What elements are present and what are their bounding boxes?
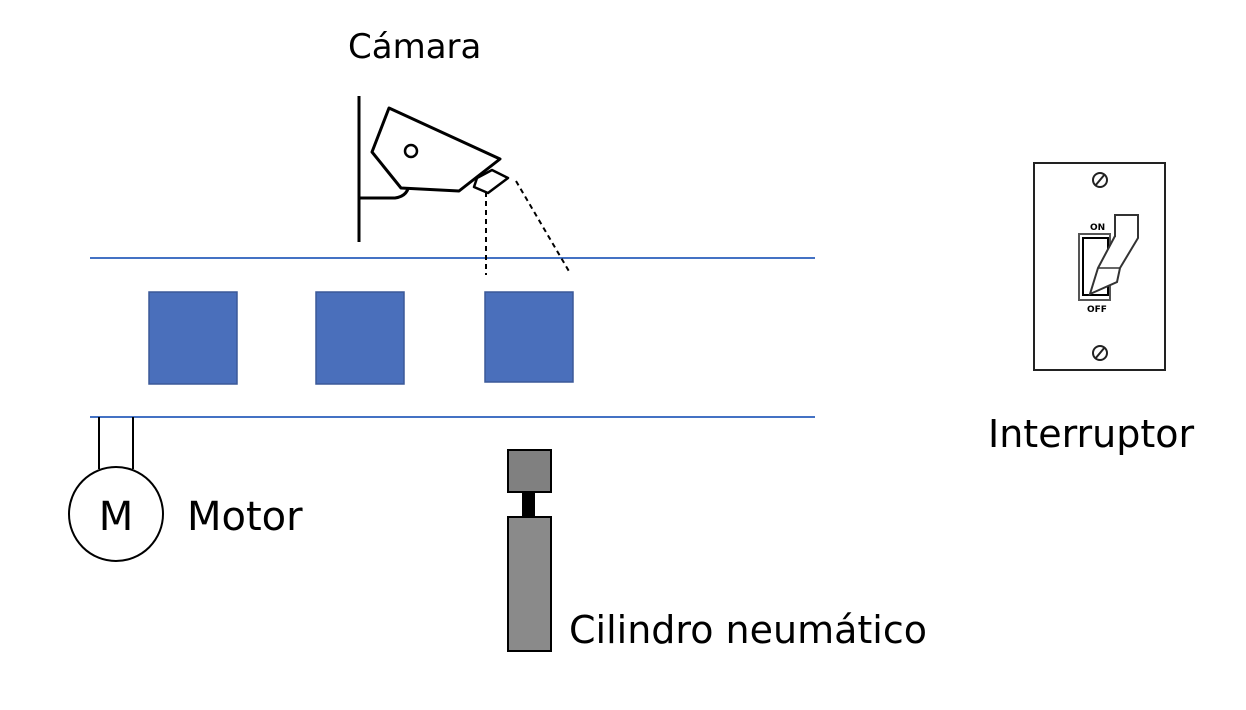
switch-on-label: ON <box>1090 223 1105 233</box>
cylinder-body <box>507 516 552 652</box>
screw-top-icon <box>1092 172 1108 188</box>
cylinder-label: Cilindro neumático <box>569 608 927 652</box>
conveyor-box-1 <box>148 291 238 385</box>
switch-toggle <box>1082 237 1109 296</box>
switch-label: Interruptor <box>988 412 1195 456</box>
cylinder-rod <box>522 492 535 517</box>
conveyor-box-2 <box>315 291 405 385</box>
switch-off-label: OFF <box>1087 305 1107 315</box>
screw-bottom-icon <box>1092 345 1108 361</box>
pneumatic-cylinder-icon <box>507 449 552 652</box>
motor-label: Motor <box>187 494 303 540</box>
motor-symbol: M <box>99 494 134 540</box>
switch-lever <box>1088 214 1139 296</box>
cylinder-head <box>507 449 552 493</box>
camera-icon <box>357 96 510 242</box>
motor-icon <box>68 466 164 562</box>
camera-label: Cámara <box>348 27 481 67</box>
motor-connector <box>98 417 134 469</box>
conveyor-box-3 <box>484 291 574 383</box>
light-switch-icon: ON OFF <box>1033 162 1166 371</box>
camera-view-line-diagonal <box>515 180 571 274</box>
